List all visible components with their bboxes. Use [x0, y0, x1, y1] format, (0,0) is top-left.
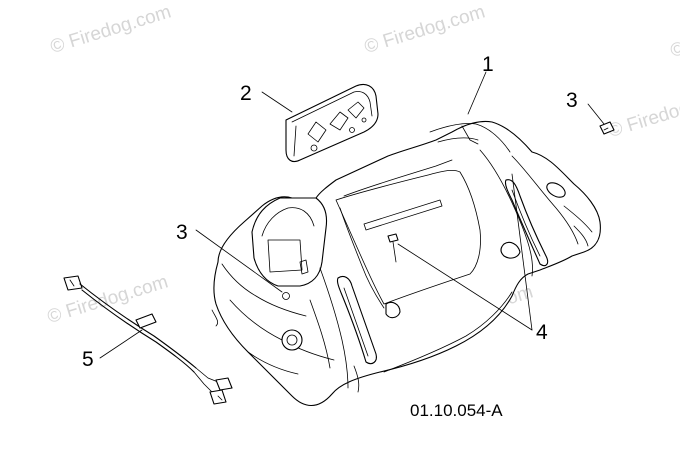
- console-housing-part: [211, 120, 601, 407]
- cluster-bezel-part: [285, 83, 379, 163]
- drawing-number: 01.10.054-A: [410, 401, 503, 420]
- callout-1: 1: [482, 53, 494, 76]
- screw-part: [599, 121, 615, 135]
- screw-part: [387, 233, 399, 263]
- callout-3: 3: [566, 89, 578, 112]
- wire-harness-part: [63, 275, 233, 405]
- callout-4: 4: [536, 321, 548, 344]
- callout-2: 2: [240, 82, 252, 105]
- callout-3: 3: [176, 221, 188, 244]
- leader-lines: [99, 71, 605, 359]
- callout-5: 5: [82, 348, 94, 371]
